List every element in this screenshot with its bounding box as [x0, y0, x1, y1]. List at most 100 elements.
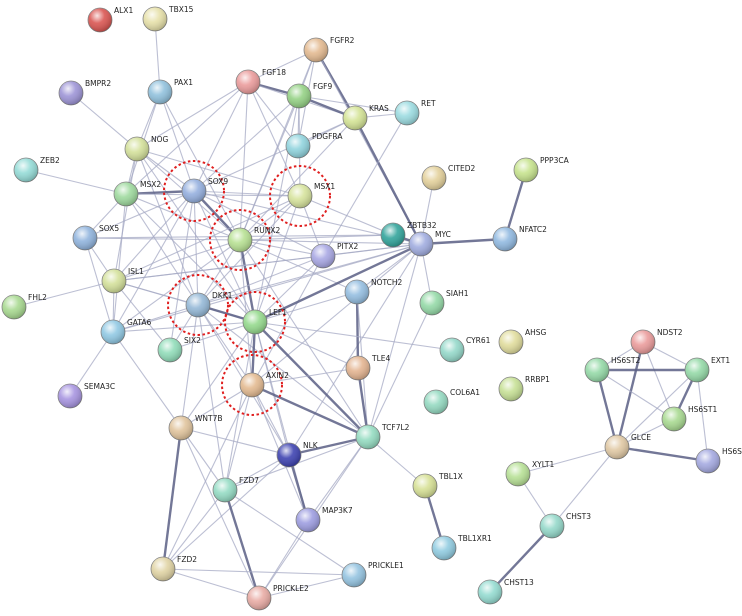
edge-sox9-pitx2 — [193, 190, 324, 257]
node-prickle1[interactable]: PRICKLE1 — [341, 561, 404, 588]
edge-wnt7b-nlk — [180, 427, 290, 456]
node-msx1[interactable]: MSX1 — [287, 182, 335, 209]
node-ahsg[interactable]: AHSG — [498, 328, 547, 355]
edge-fgf9-sox9 — [193, 95, 300, 192]
edge-sox9-gata6 — [112, 190, 195, 333]
edge-msx1-zbtb32 — [299, 195, 394, 236]
edge-dkk1-wnt7b — [180, 304, 199, 429]
highlight-ring-runx2 — [209, 209, 271, 271]
node-nlk[interactable]: NLK — [276, 441, 319, 468]
node-glce[interactable]: GLCE — [604, 433, 651, 460]
node-pitx2[interactable]: PITX2 — [310, 242, 358, 269]
node-shading-hs6st2 — [585, 358, 609, 382]
node-fgfr2[interactable]: FGFR2 — [303, 36, 355, 63]
node-shading-hs6st1 — [662, 407, 686, 431]
node-tcf7l2[interactable]: TCF7L2 — [355, 423, 410, 450]
node-siah1[interactable]: SIAH1 — [419, 289, 469, 316]
node-myc[interactable]: MYC — [408, 230, 451, 257]
node-nog[interactable]: NOG — [124, 135, 169, 162]
node-fgf18[interactable]: FGF18 — [235, 68, 286, 95]
node-label-pax1: PAX1 — [174, 78, 193, 87]
node-notch2[interactable]: NOTCH2 — [344, 278, 403, 305]
node-hs6s[interactable]: HS6S — [695, 447, 742, 474]
node-kras[interactable]: KRAS — [342, 104, 389, 131]
node-label-chst13: CHST13 — [504, 578, 534, 587]
edge-fgf18-sox9 — [193, 81, 249, 192]
node-bmpr2[interactable]: BMPR2 — [58, 79, 111, 106]
node-label-glce: GLCE — [631, 433, 651, 442]
node-ppp3ca[interactable]: PPP3CA — [513, 156, 570, 183]
node-gata6[interactable]: GATA6 — [100, 318, 151, 345]
node-hs6st2[interactable]: HS6ST2 — [584, 356, 641, 383]
node-ext1[interactable]: EXT1 — [684, 356, 730, 383]
edge-tcf7l2-nlk — [288, 435, 369, 457]
edge-gata6-wnt7b — [112, 331, 182, 429]
node-label-runx2: RUNX2 — [254, 226, 280, 235]
node-chst3[interactable]: CHST3 — [539, 512, 591, 539]
node-label-fgfr2: FGFR2 — [330, 36, 355, 45]
node-label-tcf7l2: TCF7L2 — [381, 423, 410, 432]
edge-lef1-wnt7b — [180, 321, 256, 429]
node-shading-isl1 — [102, 269, 126, 293]
node-cited2[interactable]: CITED2 — [421, 164, 476, 191]
edge-lef1-tle4 — [254, 321, 359, 369]
node-axin2[interactable]: AXIN2 — [239, 371, 289, 398]
node-lef1[interactable]: LEF1 — [242, 308, 287, 335]
node-shading-glce — [605, 435, 629, 459]
node-tbl1xr1[interactable]: TBL1XR1 — [431, 534, 492, 561]
edge-runx2-dkk1 — [197, 239, 241, 306]
edge-bmpr2-nog — [70, 92, 138, 150]
node-xylt1[interactable]: XYLT1 — [505, 460, 554, 487]
node-zeb2[interactable]: ZEB2 — [13, 156, 60, 183]
node-shading-fgf9 — [287, 84, 311, 108]
node-isl1[interactable]: ISL1 — [101, 267, 144, 294]
node-sox9[interactable]: SOX9 — [181, 177, 228, 204]
edge-map3k7-prickle2 — [258, 519, 309, 599]
edge-dkk1-tcf7l2 — [197, 304, 369, 438]
edge-ret-pitx2 — [322, 112, 408, 257]
node-zbtb32[interactable]: ZBTB32 — [380, 221, 437, 248]
node-fzd7[interactable]: FZD7 — [212, 476, 259, 503]
node-rrbp1[interactable]: RRBP1 — [498, 375, 550, 402]
node-fgf9[interactable]: FGF9 — [286, 82, 332, 109]
node-tle4[interactable]: TLE4 — [345, 354, 390, 381]
edge-zeb2-msx2 — [25, 169, 127, 195]
node-wnt7b[interactable]: WNT7B — [168, 414, 223, 441]
node-shading-sema3c — [58, 384, 82, 408]
node-six2[interactable]: SIX2 — [157, 336, 201, 363]
edge-hs6st2-hs6st1 — [596, 369, 675, 420]
node-chst13[interactable]: CHST13 — [477, 578, 534, 605]
node-fzd2[interactable]: FZD2 — [150, 555, 197, 582]
node-pdgfra[interactable]: PDGFRA — [285, 132, 343, 159]
highlight-layer — [163, 160, 331, 416]
node-prickle2[interactable]: PRICKLE2 — [246, 584, 309, 611]
node-runx2[interactable]: RUNX2 — [227, 226, 280, 253]
node-dkk1[interactable]: DKK1 — [185, 291, 233, 318]
node-shading-tbx15 — [143, 7, 167, 31]
node-pax1[interactable]: PAX1 — [147, 78, 193, 105]
node-alx1[interactable]: ALX1 — [87, 6, 133, 33]
node-sema3c[interactable]: SEMA3C — [57, 382, 115, 409]
edge-nog-dkk1 — [136, 148, 199, 306]
edge-fgfr2-fgf18 — [247, 49, 317, 83]
node-shading-chst13 — [478, 580, 502, 604]
node-sox5[interactable]: SOX5 — [72, 224, 119, 251]
node-hs6st1[interactable]: HS6ST1 — [661, 405, 718, 432]
node-label-map3k7: MAP3K7 — [322, 506, 353, 515]
node-nfatc2[interactable]: NFATC2 — [492, 225, 547, 252]
node-msx2[interactable]: MSX2 — [113, 180, 161, 207]
node-col6a1[interactable]: COL6A1 — [423, 388, 480, 415]
node-fhl2[interactable]: FHL2 — [1, 293, 47, 320]
node-cyr61[interactable]: CYR61 — [439, 336, 491, 363]
node-ndst2[interactable]: NDST2 — [630, 328, 683, 355]
node-ret[interactable]: RET — [394, 99, 436, 126]
edge-msx1-dkk1 — [197, 195, 301, 306]
node-tbl1x[interactable]: TBL1X — [412, 472, 463, 499]
edge-nfatc2-myc — [420, 237, 506, 246]
edge-axin2-tle4 — [251, 367, 359, 386]
node-tbx15[interactable]: TBX15 — [142, 5, 194, 32]
node-label-myc: MYC — [435, 230, 451, 239]
node-label-pitx2: PITX2 — [337, 242, 358, 251]
node-map3k7[interactable]: MAP3K7 — [295, 506, 353, 533]
